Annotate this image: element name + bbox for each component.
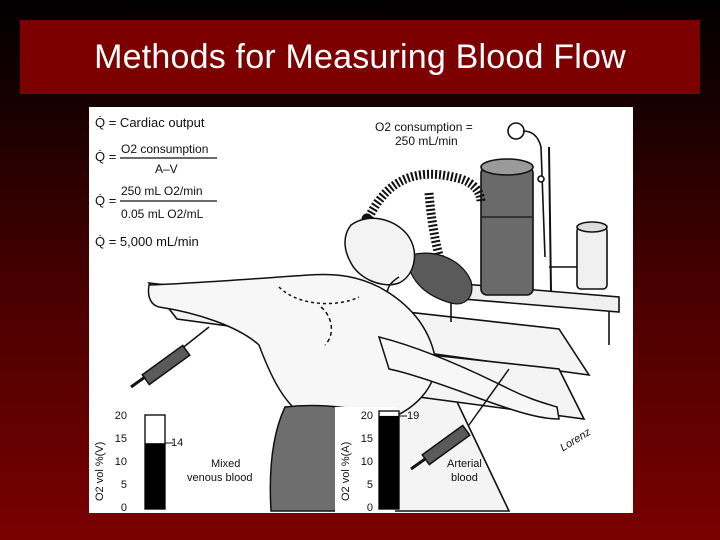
pillow-shape xyxy=(406,252,473,305)
artist-signature: Lorenz xyxy=(558,426,593,454)
equation-3-denominator: 0.05 mL O2/mL xyxy=(121,207,204,221)
tick-label: 20 xyxy=(361,410,373,422)
slide-title: Methods for Measuring Blood Flow xyxy=(94,37,626,76)
equation-2-lhs: Q̇ = xyxy=(95,149,116,164)
gauge-caption-2: blood xyxy=(451,472,478,484)
arterial-syringe xyxy=(410,368,510,471)
stand-joint xyxy=(537,175,545,183)
illustration-canvas: Q̇ = Cardiac output Q̇ = O2 consumption … xyxy=(89,115,620,513)
pillow xyxy=(406,252,473,305)
gauge-caption-1: Mixed xyxy=(211,458,240,470)
tick-label: 10 xyxy=(115,456,127,468)
tick-label: 0 xyxy=(367,502,373,513)
gauge-caption-2: venous blood xyxy=(187,472,252,484)
syringe-plunger xyxy=(410,457,426,471)
syringe-barrel xyxy=(421,424,471,466)
arterial-gauge: O2 vol %(A) 0 5 10 15 20 19 Arterial blo… xyxy=(335,407,482,513)
gauge-value-label: 14 xyxy=(171,437,183,449)
spirometer-drum xyxy=(480,166,534,296)
syringe-barrel xyxy=(141,344,191,386)
equation-result: Q̇ = 5,000 mL/min xyxy=(95,234,199,249)
kymograph-cylinder xyxy=(576,226,608,290)
stand-pole xyxy=(548,146,552,293)
patient-right-arm xyxy=(377,335,560,420)
tick-label: 20 xyxy=(115,410,127,422)
pulley-wheel xyxy=(507,122,525,140)
tick-label: 10 xyxy=(361,456,373,468)
tick-label: 5 xyxy=(367,479,373,491)
equation-cardiac-output: Q̇ = Cardiac output xyxy=(95,115,205,130)
patient-head xyxy=(344,217,416,286)
gauge-axis-label: O2 vol %(A) xyxy=(340,442,352,501)
kymograph-top xyxy=(576,221,608,233)
slide-title-bar: Methods for Measuring Blood Flow xyxy=(20,20,700,94)
heart-outline xyxy=(320,306,333,346)
equation-2-denominator: A–V xyxy=(155,162,178,176)
fick-equations: Q̇ = Cardiac output Q̇ = O2 consumption … xyxy=(95,115,217,249)
syringe-plunger xyxy=(130,375,146,389)
gauge-fill xyxy=(145,443,165,509)
spirometer-apparatus xyxy=(438,122,620,345)
gauge-background xyxy=(89,407,129,513)
tick-label: 0 xyxy=(121,502,127,513)
gauge-caption-1: Arterial xyxy=(447,458,482,470)
fick-principle-illustration: Q̇ = Cardiac output Q̇ = O2 consumption … xyxy=(89,107,633,513)
equation-3-lhs: Q̇ = xyxy=(95,193,116,208)
gauge-value-label: 19 xyxy=(407,410,419,422)
o2-consumption-value: 250 mL/min xyxy=(395,134,458,148)
catheter-path xyxy=(278,286,360,305)
tick-label: 15 xyxy=(115,433,127,445)
o2-consumption-label: O2 consumption = xyxy=(375,120,473,134)
gauge-axis-label: O2 vol %(V) xyxy=(94,442,106,501)
venous-syringe xyxy=(130,326,210,389)
spirometer-drum-top xyxy=(480,158,534,176)
arterial-line xyxy=(468,368,510,426)
gauge-tick-labels: 0 5 10 15 20 xyxy=(115,410,127,513)
tube-upper xyxy=(364,169,486,220)
tick-label: 5 xyxy=(121,479,127,491)
pulley-cable xyxy=(522,130,546,258)
venous-gauge: O2 vol %(V) 0 5 10 15 20 14 Mixed venous… xyxy=(89,407,252,513)
gauge-tick-labels: 0 5 10 15 20 xyxy=(361,410,373,513)
gauge-fill xyxy=(379,415,399,509)
equation-3-numerator: 250 mL O2/min xyxy=(121,184,203,198)
equation-2-numerator: O2 consumption xyxy=(121,142,208,156)
tick-label: 15 xyxy=(361,433,373,445)
